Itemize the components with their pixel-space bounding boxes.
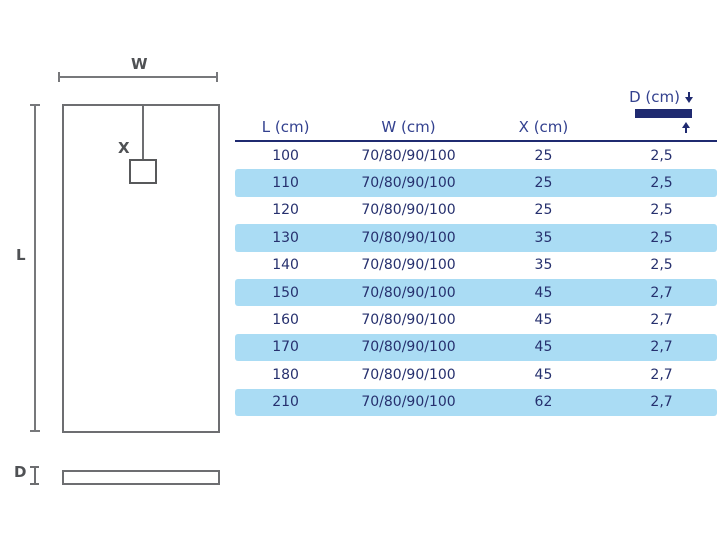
cell-drain: 35 <box>534 257 553 274</box>
cell-depth: 2,5 <box>606 169 717 197</box>
cell-drain: 35 <box>480 224 607 252</box>
drain-outline <box>129 159 157 184</box>
spec-table: L (cm) W (cm) X (cm) 100 70/80/90/100 25… <box>235 113 717 416</box>
cell-drain: 45 <box>480 278 607 307</box>
cell-depth: 2,7 <box>650 312 673 329</box>
cell-depth: 2,7 <box>606 333 717 362</box>
cell-width: 70/80/90/100 <box>361 202 456 219</box>
table-row: 110 70/80/90/100 25 2,5 <box>235 169 717 197</box>
product-diagram: W L X D <box>0 0 232 540</box>
cell-depth: 2,7 <box>606 278 717 307</box>
header-length: L (cm) <box>235 113 337 142</box>
depth-dimension-label: D <box>14 463 27 481</box>
cell-depth: 2,5 <box>650 147 673 164</box>
cell-width: 70/80/90/100 <box>336 224 481 252</box>
cell-length: 100 <box>272 147 299 164</box>
cell-width: 70/80/90/100 <box>361 366 456 383</box>
tray-side-view <box>62 470 220 485</box>
table-row: 140 70/80/90/100 35 2,5 <box>235 252 717 279</box>
cell-depth: 2,5 <box>650 202 673 219</box>
tray-top-view <box>62 104 220 433</box>
table-row: 100 70/80/90/100 25 2,5 <box>235 141 717 169</box>
table-header-row: L (cm) W (cm) X (cm) <box>235 113 717 142</box>
table-row: 130 70/80/90/100 35 2,5 <box>235 224 717 252</box>
cell-width: 70/80/90/100 <box>336 333 481 362</box>
cell-drain: 25 <box>480 169 607 197</box>
cell-drain: 45 <box>534 312 553 329</box>
cell-length: 180 <box>272 366 299 383</box>
cell-length: 140 <box>272 257 299 274</box>
cell-drain: 45 <box>534 366 553 383</box>
cell-drain: 25 <box>534 147 553 164</box>
cell-width: 70/80/90/100 <box>336 388 481 416</box>
cell-drain: 62 <box>480 388 607 416</box>
cell-length: 210 <box>235 388 337 416</box>
cell-length: 120 <box>272 202 299 219</box>
cell-drain: 25 <box>534 202 553 219</box>
length-dimension-label: L <box>16 246 26 264</box>
cell-length: 110 <box>235 169 337 197</box>
cell-width: 70/80/90/100 <box>361 147 456 164</box>
cell-depth: 2,5 <box>650 257 673 274</box>
cell-depth: 2,7 <box>650 366 673 383</box>
cell-width: 70/80/90/100 <box>336 278 481 307</box>
width-dimension-line <box>58 76 218 78</box>
cell-length: 170 <box>235 333 337 362</box>
cell-length: 160 <box>272 312 299 329</box>
table-row: 170 70/80/90/100 45 2,7 <box>235 333 717 362</box>
length-dimension-tick-top <box>30 104 40 106</box>
arrow-down-icon <box>685 91 693 103</box>
table-row: 180 70/80/90/100 45 2,7 <box>235 361 717 388</box>
header-width: W (cm) <box>336 113 481 142</box>
length-dimension-line <box>34 104 36 432</box>
depth-header-label: D (cm) <box>629 88 680 106</box>
dimensions-table: D (cm) L (cm) W (cm) X (cm) <box>235 88 717 428</box>
cell-drain: 45 <box>480 333 607 362</box>
drain-offset-line <box>142 104 144 172</box>
cell-length: 130 <box>235 224 337 252</box>
cell-width: 70/80/90/100 <box>361 312 456 329</box>
table-row: 120 70/80/90/100 25 2,5 <box>235 197 717 224</box>
cell-length: 150 <box>235 278 337 307</box>
cell-depth: 2,7 <box>606 388 717 416</box>
width-dimension-tick-right <box>216 72 218 82</box>
depth-dimension-mark <box>30 466 39 485</box>
width-dimension-label: W <box>131 55 148 73</box>
width-dimension-tick-left <box>58 72 60 82</box>
table-row: 150 70/80/90/100 45 2,7 <box>235 278 717 307</box>
cell-width: 70/80/90/100 <box>336 169 481 197</box>
cell-width: 70/80/90/100 <box>361 257 456 274</box>
header-depth-spacer <box>606 113 717 142</box>
cell-depth: 2,5 <box>606 224 717 252</box>
drain-dimension-label: X <box>118 139 130 157</box>
table-row: 160 70/80/90/100 45 2,7 <box>235 306 717 333</box>
header-drain: X (cm) <box>480 113 607 142</box>
length-dimension-tick-bottom <box>30 430 40 432</box>
table-row: 210 70/80/90/100 62 2,7 <box>235 388 717 416</box>
